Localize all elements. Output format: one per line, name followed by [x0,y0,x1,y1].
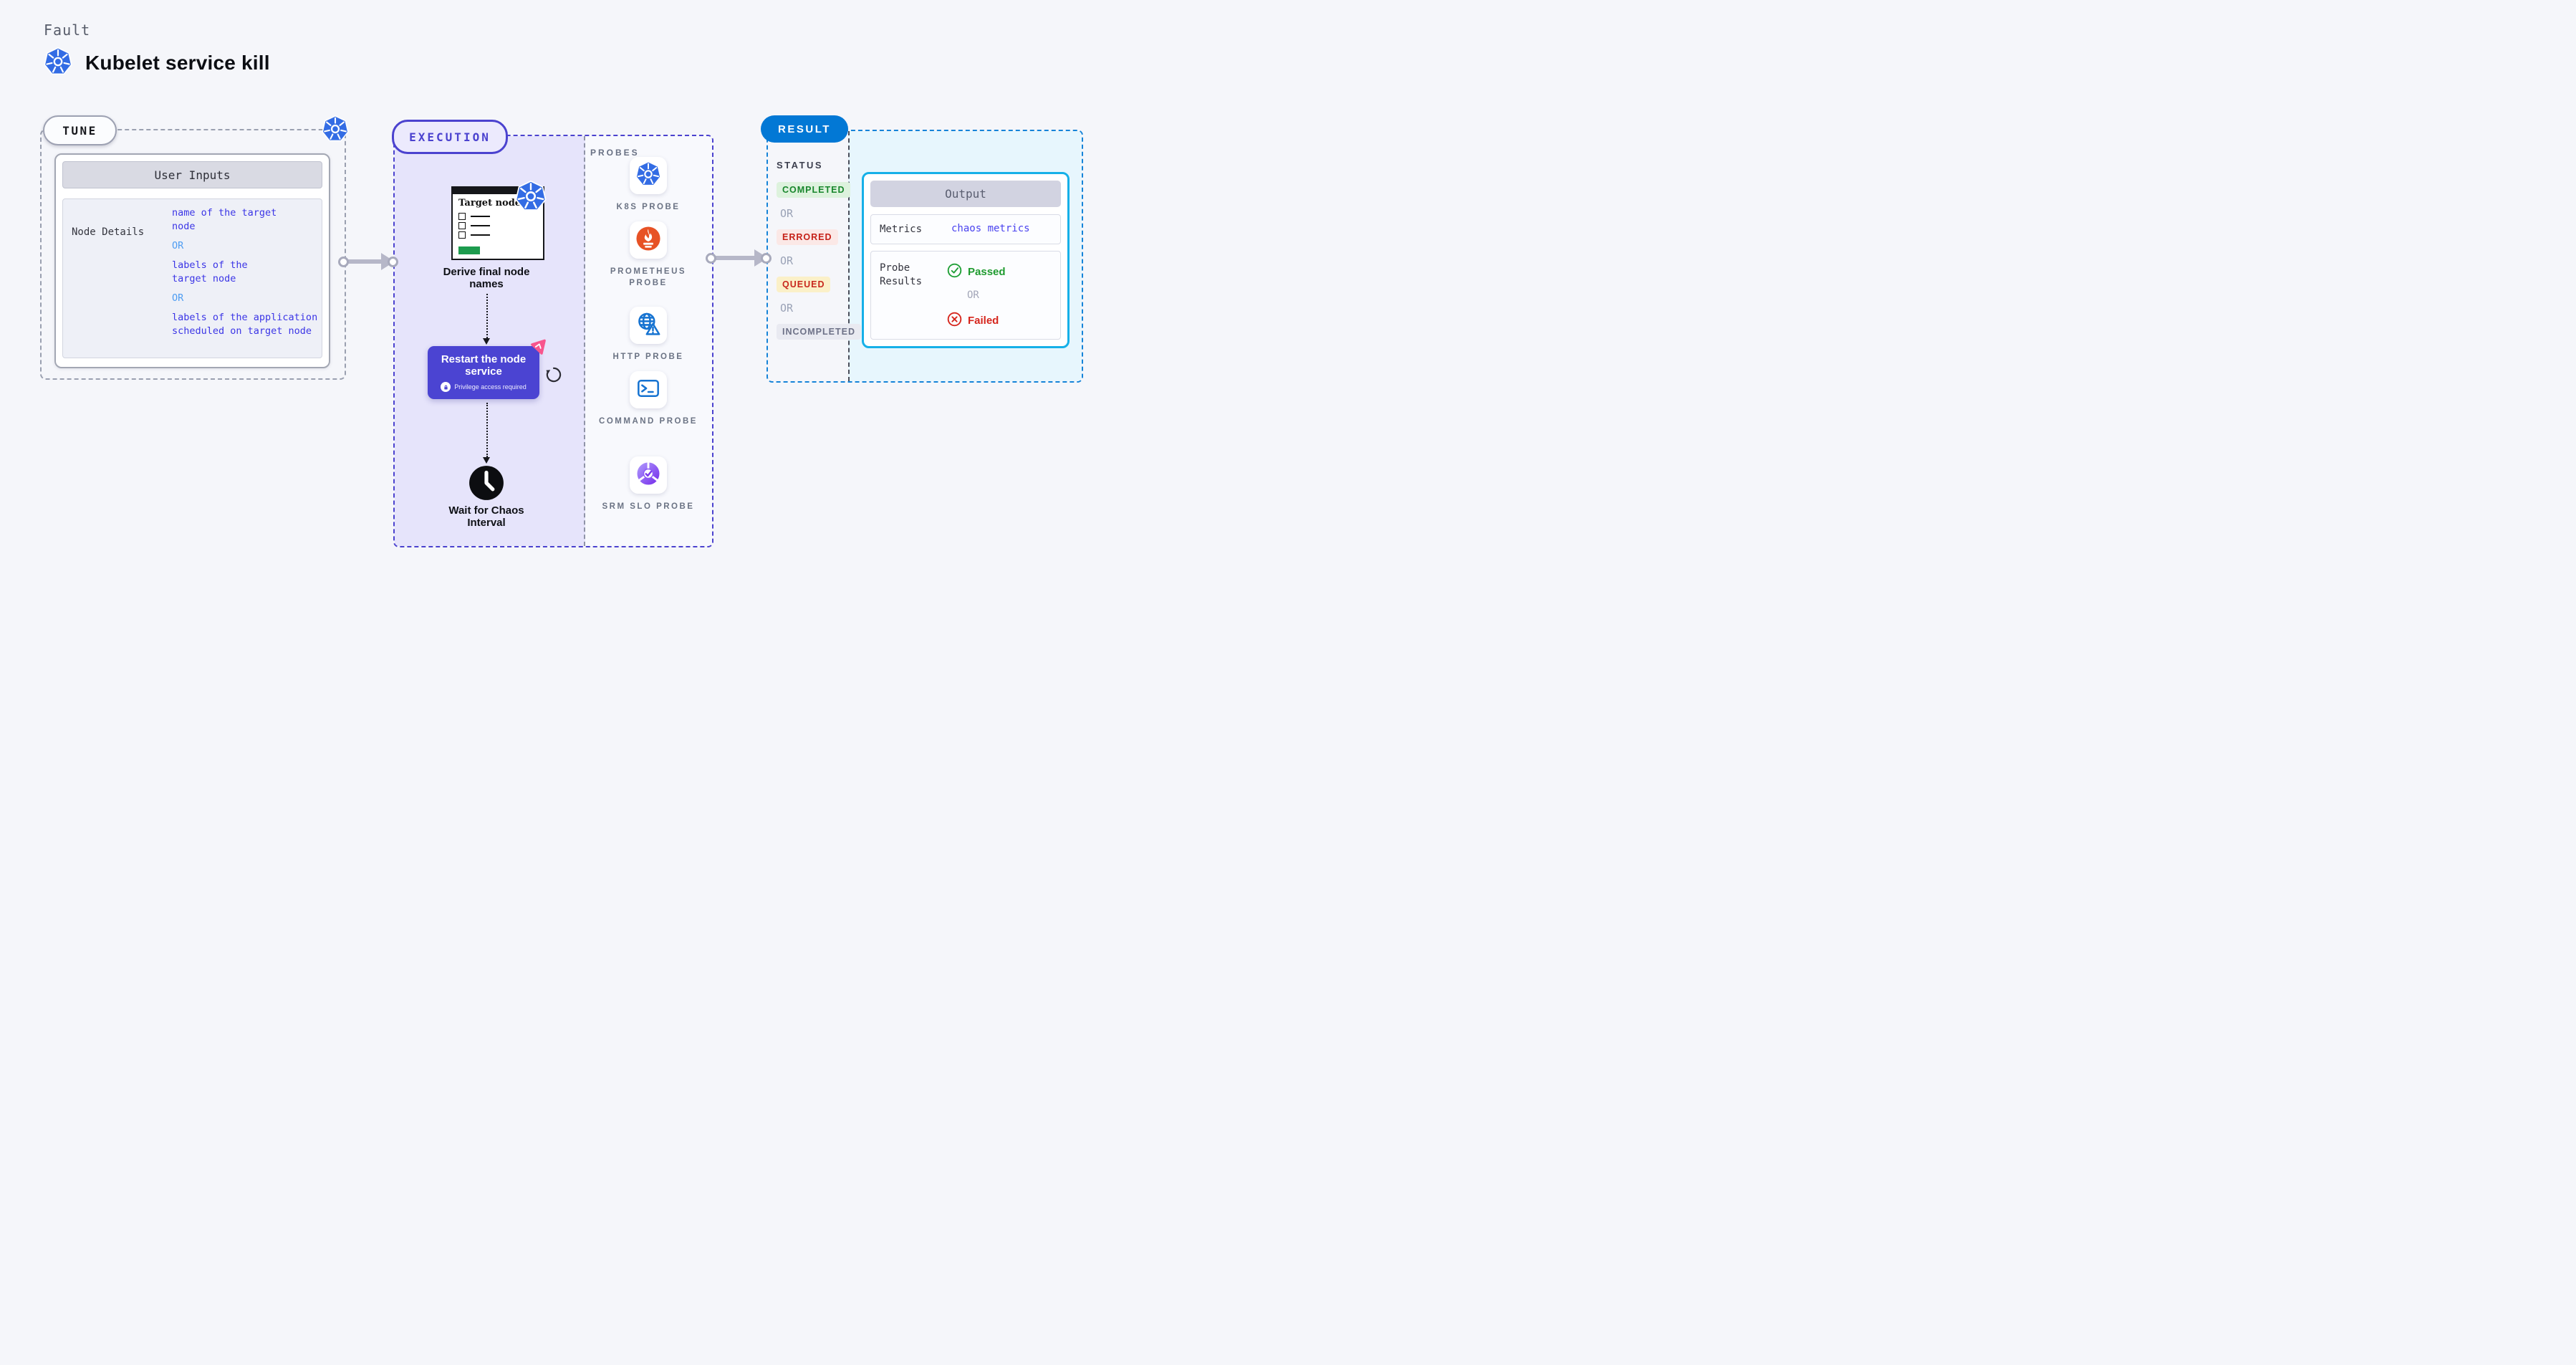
fault-diagram: Fault Kubelet service kill TUNE User Inp… [0,0,1116,591]
x-circle-icon [947,312,962,330]
probe-results-row: Probe Results Passed OR [870,251,1061,340]
metrics-label: Metrics [880,224,923,235]
k8s-probe-card [630,157,667,194]
text-line [471,216,490,217]
doc-checkbox-row [453,231,543,239]
status-badge-queued: QUEUED [777,277,831,292]
green-bar [458,246,480,254]
arrow-line [713,256,758,260]
probes-area: PROBES K8S PROBE PROMETHEUS PROBE [585,136,712,546]
page-title: Kubelet service kill [85,52,270,74]
connector-dot [761,252,772,264]
checkbox-icon [458,231,466,239]
user-inputs-header: User Inputs [62,161,322,188]
doc-titlebar [453,188,543,194]
node-details-values: name of the target node OR labels of the… [172,206,324,344]
status-badge-completed: COMPLETED [777,182,851,198]
result-panel: STATUS COMPLETED OR ERRORED OR QUEUED OR… [766,130,1083,383]
connector-dot [706,252,716,264]
srm-slo-probe-card [630,456,667,494]
chaos-experiment-pink-icon [530,339,547,355]
text-line [471,234,490,236]
command-probe-card [630,371,667,408]
node-details-row: Node Details name of the target node OR … [62,198,322,358]
status-badge-incompleted: INCOMPLETED [777,324,861,340]
flow-arrow-down [483,403,490,464]
probe-results-label: Probe Results [880,262,923,287]
output-header: Output [870,181,1061,207]
target-nodes-title: Target nodes [458,198,527,209]
tune-badge: TUNE [43,115,117,145]
status-header: STATUS [777,160,824,171]
metrics-value: chaos metrics [951,223,1030,234]
tune-panel [40,129,346,380]
checkbox-icon [458,213,466,220]
check-circle-icon [947,263,962,281]
output-box: Output Metrics chaos metrics Probe Resul… [862,172,1070,348]
slo-donut-check-icon [635,461,661,489]
kubernetes-icon [515,181,547,212]
metrics-row: Metrics chaos metrics [870,214,1061,244]
checkbox-icon [458,222,466,229]
prometheus-probe-card [630,221,667,259]
or-separator: OR [172,240,184,252]
terminal-icon [635,375,661,404]
doc-checkbox-row [453,222,543,229]
http-probe-card [630,307,667,344]
probe-label: SRM SLO PROBE [602,502,695,511]
fault-kicker: Fault [44,21,91,39]
text-line [471,225,490,226]
derive-node-names-label: Derive final node names [443,266,530,290]
status-badge-errored: ERRORED [777,229,838,245]
execution-panel: Target nodes Derive final node nam [393,135,713,547]
probe-label: K8S PROBE [616,203,681,211]
wait-chaos-interval-label: Wait for Chaos Interval [448,504,524,529]
probe-label: PROMETHEUS PROBE [610,267,687,287]
node-details-label: Node Details [72,226,145,238]
execution-badge: EXECUTION [392,120,508,154]
probes-header: PROBES [590,148,640,158]
or-separator: OR [780,207,794,220]
status-column: STATUS COMPLETED OR ERRORED OR QUEUED OR… [777,160,861,340]
or-separator: OR [172,292,184,304]
connector-dot [338,256,349,267]
execution-flow-area: Target nodes Derive final node nam [395,136,585,546]
kubernetes-icon [635,161,661,190]
result-badge: RESULT [761,115,848,143]
user-inputs-table: User Inputs Node Details name of the tar… [54,153,330,368]
kubernetes-icon [44,47,72,79]
failed-row: Failed [947,312,999,330]
probe-label: HTTP PROBE [612,353,684,361]
restart-node-service-label: Restart the node service [441,353,527,378]
flow-arrow-down [483,294,490,345]
retry-loop-icon [545,366,562,383]
restart-node-service-node: Restart the node service Privilege acces… [428,346,539,399]
value-node-labels: labels of the target node [172,259,248,284]
or-separator: OR [780,254,794,267]
doc-checkbox-row [453,213,543,220]
arrow-line [346,259,385,264]
privilege-row: Privilege access required [428,382,539,392]
probe-label: COMMAND PROBE [599,417,698,426]
value-node-name: name of the target node [172,207,277,232]
or-separator: OR [967,289,979,301]
page-title-row: Kubelet service kill [44,47,270,79]
passed-label: Passed [968,266,1006,278]
lock-icon [441,382,451,392]
privilege-note: Privilege access required [454,383,527,391]
passed-row: Passed [947,263,1006,281]
clock-icon [468,464,505,502]
failed-label: Failed [968,315,999,327]
globe-warning-icon [635,311,661,340]
prometheus-icon [635,226,661,254]
value-app-labels: labels of the application scheduled on t… [172,312,318,337]
kubernetes-icon [322,115,349,143]
or-separator: OR [780,302,794,315]
connector-dot [388,256,398,267]
